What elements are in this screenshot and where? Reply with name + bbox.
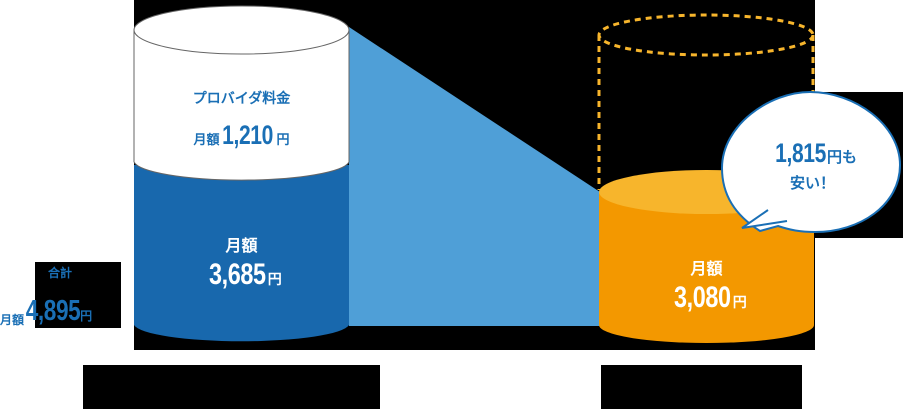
total-label-group: 合計 — [35, 262, 85, 281]
base-prefix: 月額 — [225, 236, 258, 255]
bubble-line2-wrap: 安い！ — [725, 172, 900, 193]
right-caption-box — [601, 365, 802, 409]
base-amount: 3,685 — [209, 258, 266, 291]
left-cylinder-base — [134, 165, 349, 342]
left-caption-box — [83, 365, 380, 409]
right-unit: 円 — [732, 295, 747, 311]
total-amount: 4,895 — [25, 295, 81, 327]
speech-bubble — [720, 90, 902, 234]
savings-wedge — [349, 27, 600, 326]
provider-prefix: 月額 — [193, 133, 220, 148]
bubble-line1: 1,815円も — [725, 138, 900, 169]
provider-unit: 円 — [276, 133, 290, 148]
total-prefix: 月額 — [0, 313, 25, 327]
total-amount-group: 月額4,895円 — [0, 295, 125, 328]
bubble-amount: 1,815 — [775, 138, 826, 168]
base-unit: 円 — [267, 272, 282, 288]
provider-amount: 1,210 — [222, 120, 274, 150]
provider-label: プロバイダ料金 — [192, 91, 291, 107]
left-cylinder-provider — [134, 30, 349, 181]
right-cylinder-dashed-top — [597, 13, 815, 57]
total-bg-block — [35, 262, 121, 328]
total-unit: 円 — [80, 309, 93, 323]
left-cylinder-top — [133, 5, 350, 55]
provider-label-wrap: プロバイダ料金 — [134, 88, 349, 108]
bubble-unit: 円も — [827, 148, 858, 166]
total-label: 合計 — [47, 266, 72, 280]
bubble-line2: 安い！ — [789, 174, 835, 192]
base-prefix-wrap: 月額 — [134, 232, 349, 256]
right-amount: 3,080 — [674, 281, 731, 314]
right-prefix: 月額 — [690, 259, 723, 278]
right-prefix-wrap: 月額 — [599, 255, 814, 279]
